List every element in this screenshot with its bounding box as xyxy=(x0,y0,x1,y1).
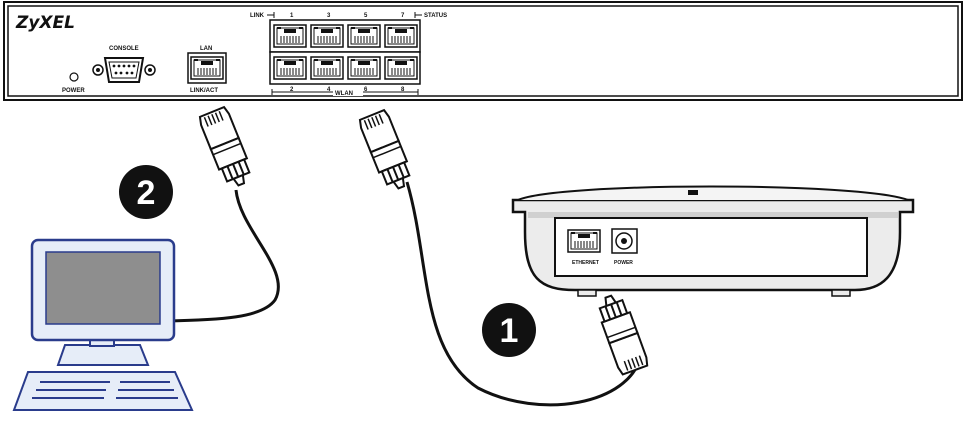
brand-logo: ZyXEL xyxy=(15,13,75,33)
ap-ethernet-port: ETHERNET xyxy=(567,229,601,266)
bottom-port-number-2: 2 xyxy=(290,87,294,93)
bottom-port-number-8: 8 xyxy=(401,87,405,93)
lan-label: LAN xyxy=(200,46,212,52)
switch-power-label: POWER xyxy=(62,88,85,94)
wlan-port-block: LINK 1 3 5 7 STATUS WLAN xyxy=(250,12,447,97)
rj45-plug-icon xyxy=(197,105,257,191)
step-number-1: 1 xyxy=(500,312,519,350)
power-led-icon xyxy=(69,72,79,82)
cable-to-computer xyxy=(164,105,280,323)
console-port: CONSOLE xyxy=(92,46,156,83)
link-label: LINK xyxy=(250,13,265,19)
top-port-number-3: 3 xyxy=(327,13,331,19)
cable-to-access-point xyxy=(357,108,651,407)
console-label: CONSOLE xyxy=(109,46,139,52)
step-badge-2: 2 xyxy=(119,165,173,219)
rj45-plug-icon xyxy=(357,108,417,194)
top-port-number-7: 7 xyxy=(401,13,405,19)
access-point-device: ETHERNET POWER xyxy=(511,185,915,297)
wlan-label: WLAN xyxy=(335,91,353,97)
ap-power-label: POWER xyxy=(614,260,633,266)
status-label: STATUS xyxy=(424,13,447,19)
ap-power-jack: POWER xyxy=(611,228,638,266)
rj45-plug-icon xyxy=(593,290,651,377)
bottom-port-number-4: 4 xyxy=(327,87,331,93)
top-port-number-1: 1 xyxy=(290,13,294,19)
step-badge-1: 1 xyxy=(482,303,536,357)
step-number-2: 2 xyxy=(137,174,156,212)
ap-ethernet-label: ETHERNET xyxy=(572,260,599,266)
switch-device: ZyXEL POWER CONSOLE LAN LINK/ACT xyxy=(3,1,963,101)
bottom-port-number-6: 6 xyxy=(364,87,368,93)
computer-icon xyxy=(12,238,194,411)
link-act-label: LINK/ACT xyxy=(190,88,218,94)
top-port-number-5: 5 xyxy=(364,13,368,19)
lan-port: LAN LINK/ACT xyxy=(187,46,227,94)
